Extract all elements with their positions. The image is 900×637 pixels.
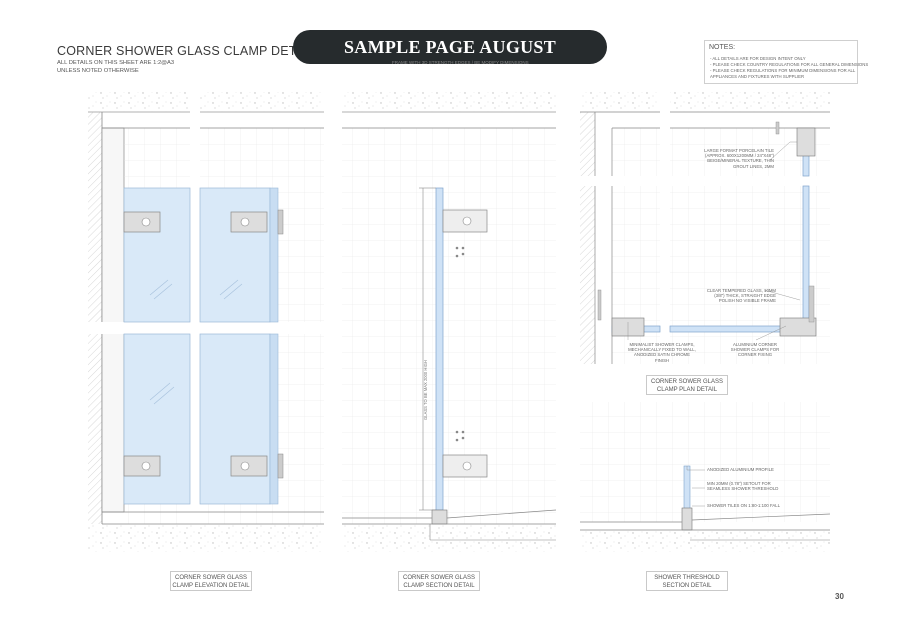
height-dimension-label: GLASS TO BE MAX 2000 HIGH — [423, 360, 428, 420]
sheet-scale-note-2: UNLESS NOTED OTHERWISE — [57, 68, 139, 74]
notes-line: - PLEASE CHECK REGULATIONS FOR MINIMUM D… — [710, 68, 856, 73]
corner-clamp — [779, 317, 817, 337]
wall-clamp — [796, 127, 816, 157]
fall-annotation: SHOWER TILES ON 1:80-1:100 FALL — [707, 503, 780, 508]
notes-box: NOTES: - ALL DETAILS ARE FOR DESIGN INTE… — [704, 40, 868, 84]
glass-pane — [199, 187, 271, 323]
floor-slab — [88, 524, 324, 552]
page-number: 30 — [835, 592, 844, 601]
glass-pane — [199, 333, 271, 505]
clamp-annotation: MINIMALIST SHOWER CLAMPS,MECHANICALLY FI… — [628, 342, 696, 363]
threshold-detail — [580, 402, 831, 552]
glass-pane — [123, 333, 191, 505]
glass-annotation: CLEAR TEMPERED GLASS, 10MM(3/8") THICK, … — [706, 288, 776, 304]
plan-glass-side — [802, 185, 810, 325]
base-channel — [431, 509, 448, 525]
sheet-title: CORNER SHOWER GLASS CLAMP DETAILS — [57, 44, 324, 58]
tile-annotation: LARGE FORMAT PORCELAIN TILE(APPROX. 600X… — [704, 148, 774, 169]
notes-line: APPLIANCES AND FIXTURES WITH SUPPLIER — [710, 74, 805, 79]
sample-banner: SAMPLE PAGE AUGUST — [293, 30, 607, 64]
wall-tile-edge — [101, 127, 125, 513]
elevation-detail — [88, 92, 328, 552]
glass-pane — [123, 187, 191, 323]
glass-clamp — [123, 211, 161, 233]
profile-annotation: ANODIZED ALUMINIUM PROFILE — [707, 467, 774, 472]
notes-line: - PLEASE CHECK COUNTRY REGULATIONS FOR A… — [710, 62, 869, 67]
glass-clamp — [230, 209, 284, 235]
plan-detail — [580, 92, 830, 364]
glass-clamp — [123, 455, 161, 477]
sheet-scale-note: ALL DETAILS ON THIS SHEET ARE 1:2@A3 — [57, 60, 175, 66]
wall-hatch — [88, 112, 102, 524]
notes-heading: NOTES: — [709, 44, 736, 51]
threshold-profile — [681, 507, 693, 531]
glass-clamp — [230, 453, 284, 479]
glass-panel-section — [435, 187, 444, 511]
notes-line: - ALL DETAILS ARE FOR DESIGN INTENT ONLY — [710, 56, 806, 61]
banner-subtext: FRAME WITH 3D STRENGTH EDGES / BE MODIFY… — [392, 60, 529, 65]
section-detail: GLASS TO BE MAX 2000 HIGH — [342, 92, 557, 552]
ceiling-slab — [88, 92, 324, 112]
